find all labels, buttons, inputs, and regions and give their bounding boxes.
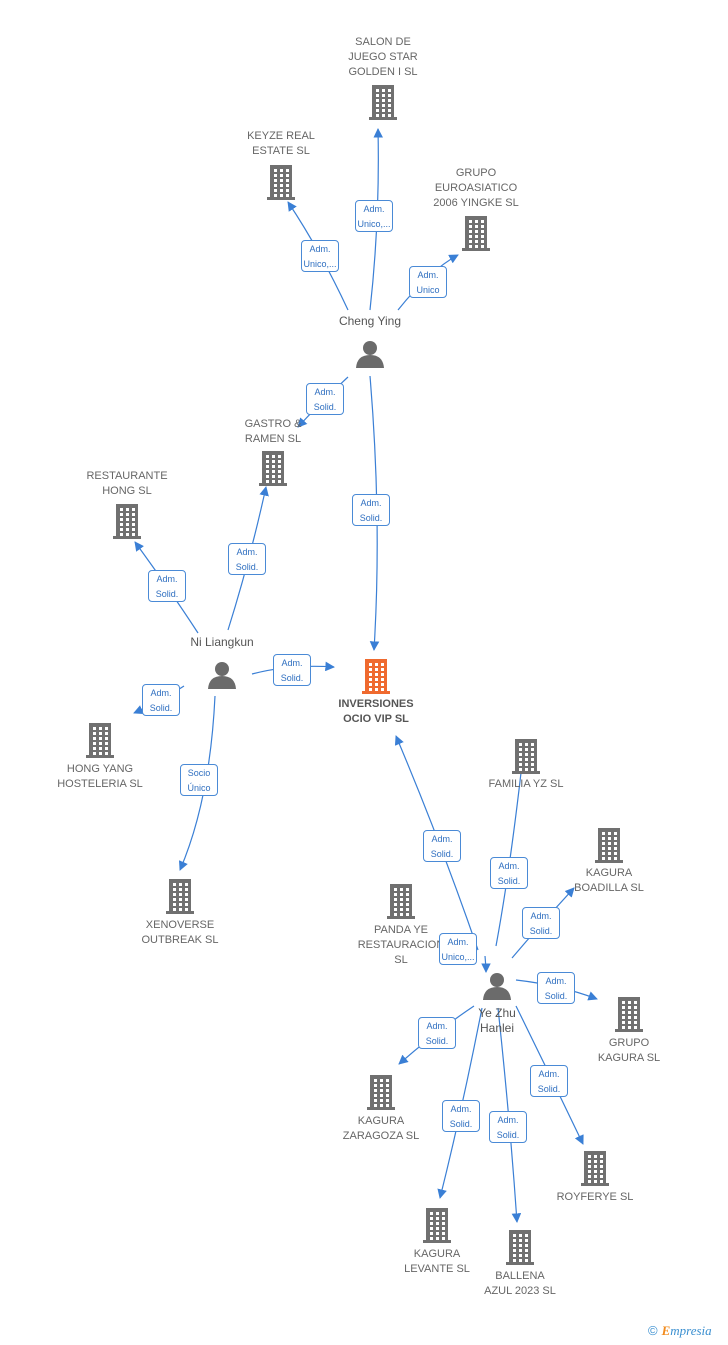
person-label-yezhu[interactable]: Ye Zhu Hanlei xyxy=(478,1006,516,1035)
company-label-familia[interactable]: FAMILIA YZ SL xyxy=(488,778,564,790)
company-building-icon[interactable] xyxy=(581,1150,609,1191)
edge-label-ni-gastro[interactable]: Adm. Solid. xyxy=(228,543,266,575)
edge-label-yezhu-kag_zaragoza[interactable]: Adm. Solid. xyxy=(418,1017,456,1049)
person-icon[interactable] xyxy=(355,340,385,373)
edge-label-ni-rest_hong[interactable]: Adm. Solid. xyxy=(148,570,186,602)
edge-yezhu-panda xyxy=(481,955,491,973)
copyright-icon: © xyxy=(648,1323,658,1338)
edge-label-yezhu-panda[interactable]: Adm. Unico,... xyxy=(439,933,477,965)
company-label-main[interactable]: INVERSIONES OCIO VIP SL xyxy=(338,698,414,725)
company-building-icon[interactable] xyxy=(267,164,295,205)
edge-label-yezhu-grupo_kagura[interactable]: Adm. Solid. xyxy=(537,972,575,1004)
person-icon[interactable] xyxy=(207,661,237,694)
company-label-keyze[interactable]: KEYZE REAL ESTATE SL xyxy=(247,130,315,157)
company-label-grupo_euro[interactable]: GRUPO EUROASIATICO 2006 YINGKE SL xyxy=(433,167,519,209)
company-building-icon[interactable] xyxy=(387,883,415,924)
company-label-xenoverse[interactable]: XENOVERSE OUTBREAK SL xyxy=(141,919,219,946)
company-label-kag_zaragoza[interactable]: KAGURA ZARAGOZA SL xyxy=(342,1115,420,1142)
company-label-rest_hong[interactable]: RESTAURANTE HONG SL xyxy=(86,470,168,497)
company-label-hong_yang[interactable]: HONG YANG HOSTELERIA SL xyxy=(57,763,143,790)
company-label-salon[interactable]: SALON DE JUEGO STAR GOLDEN I SL xyxy=(348,36,418,78)
company-building-icon[interactable] xyxy=(462,215,490,256)
company-building-icon[interactable] xyxy=(369,84,397,125)
edge-label-cheng-main[interactable]: Adm. Solid. xyxy=(352,494,390,526)
company-building-icon[interactable] xyxy=(506,1229,534,1270)
company-label-ballena[interactable]: BALLENA AZUL 2023 SL xyxy=(484,1270,556,1297)
edge-label-cheng-keyze[interactable]: Adm. Unico,... xyxy=(301,240,339,272)
company-label-grupo_kagura[interactable]: GRUPO KAGURA SL xyxy=(597,1037,661,1064)
company-label-kag_levante[interactable]: KAGURA LEVANTE SL xyxy=(404,1248,470,1275)
edge-label-yezhu-kag_boadilla[interactable]: Adm. Solid. xyxy=(522,907,560,939)
person-label-cheng[interactable]: Cheng Ying xyxy=(338,314,402,328)
company-label-kag_boadilla[interactable]: KAGURA BOADILLA SL xyxy=(574,867,644,894)
edge-label-yezhu-familia[interactable]: Adm. Solid. xyxy=(490,857,528,889)
company-building-icon[interactable] xyxy=(423,1207,451,1248)
company-building-icon[interactable] xyxy=(166,878,194,919)
company-building-icon[interactable] xyxy=(615,996,643,1037)
person-label-ni[interactable]: Ni Liangkun xyxy=(190,635,254,649)
edge-label-yezhu-main[interactable]: Adm. Solid. xyxy=(423,830,461,862)
brand-name: mpresia xyxy=(670,1323,712,1338)
edge-label-cheng-salon[interactable]: Adm. Unico,... xyxy=(355,200,393,232)
company-building-icon[interactable] xyxy=(512,738,540,779)
main-company-building-icon[interactable] xyxy=(362,658,390,699)
company-building-icon[interactable] xyxy=(595,827,623,868)
empresia-watermark: ©Empresia xyxy=(648,1323,712,1339)
edge-label-yezhu-ballena[interactable]: Adm. Solid. xyxy=(489,1111,527,1143)
company-building-icon[interactable] xyxy=(86,722,114,763)
edge-label-cheng-gastro[interactable]: Adm. Solid. xyxy=(306,383,344,415)
company-label-panda[interactable]: PANDA YE RESTAURACION SL xyxy=(357,924,445,966)
edge-label-ni-xenoverse[interactable]: Socio Único xyxy=(180,764,218,796)
company-building-icon[interactable] xyxy=(367,1074,395,1115)
edge-label-yezhu-kag_levante[interactable]: Adm. Solid. xyxy=(442,1100,480,1132)
edge-label-ni-hong_yang[interactable]: Adm. Solid. xyxy=(142,684,180,716)
edge-label-cheng-grupo_euro[interactable]: Adm. Unico xyxy=(409,266,447,298)
company-building-icon[interactable] xyxy=(259,450,287,491)
company-building-icon[interactable] xyxy=(113,503,141,544)
person-icon[interactable] xyxy=(482,972,512,1005)
edge-label-yezhu-royferye[interactable]: Adm. Solid. xyxy=(530,1065,568,1097)
company-label-gastro[interactable]: GASTRO & RAMEN SL xyxy=(244,418,302,445)
brand-initial: E xyxy=(661,1323,671,1338)
company-label-royferye[interactable]: ROYFERYE SL xyxy=(556,1191,634,1203)
edge-label-ni-main[interactable]: Adm. Solid. xyxy=(273,654,311,686)
